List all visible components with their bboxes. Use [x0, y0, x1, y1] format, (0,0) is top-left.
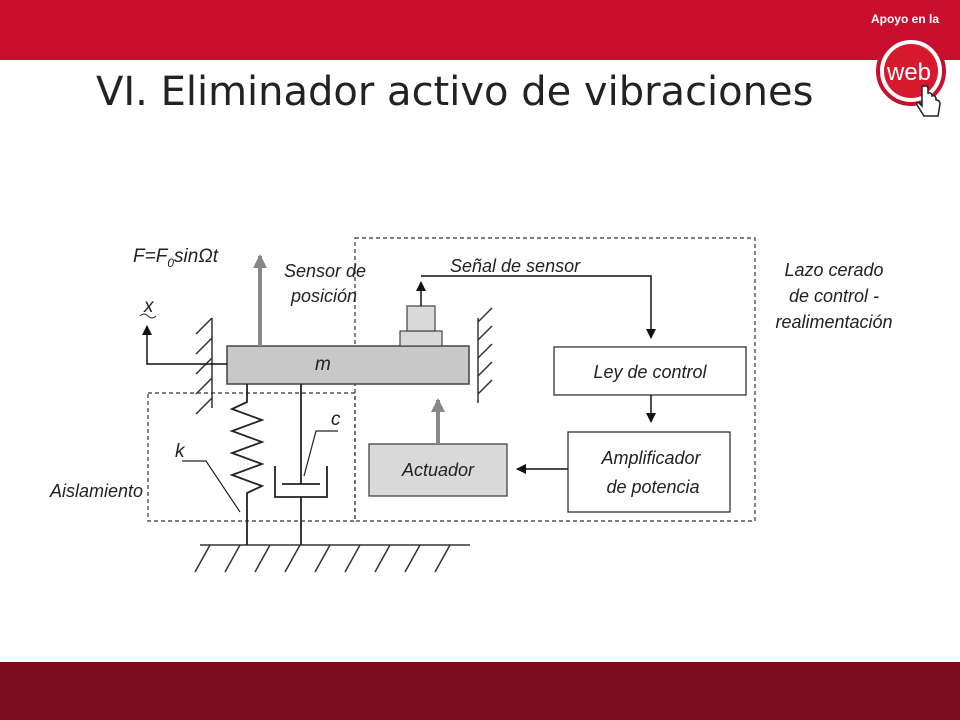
loop-label-2: de control - [789, 286, 879, 306]
displacement-label: x [143, 296, 155, 317]
loop-label-3: realimentación [775, 312, 892, 332]
hand-pointer-icon [916, 85, 941, 117]
damper-label: c [331, 409, 341, 430]
control-loop-box [354, 237, 756, 522]
sensor-label-1: Sensor de [284, 261, 366, 281]
footer-band [0, 662, 960, 720]
web-badge-logo[interactable]: web [874, 34, 948, 130]
mass-label: m [315, 354, 331, 375]
control-law-label: Ley de control [593, 362, 707, 382]
displacement-tilde [139, 313, 157, 319]
damper-leader [303, 430, 338, 477]
amplifier-label-2: de potencia [606, 477, 699, 497]
force-label: F=F0sinΩt [133, 246, 219, 270]
left-wall [195, 317, 213, 415]
amplifier-box [567, 431, 731, 513]
spring-label: k [175, 441, 186, 462]
badge-inner-circle [884, 44, 938, 98]
isolation-box [147, 392, 356, 522]
loop-label-1: Lazo cerado [784, 260, 883, 280]
ground [194, 544, 470, 573]
sensor-signal-arrow [421, 275, 656, 339]
mass-block [226, 345, 470, 385]
sensor-body [406, 305, 436, 332]
displacement-arrow [142, 325, 227, 365]
spring [229, 384, 265, 545]
page-title: VI. Eliminador activo de vibraciones [96, 69, 814, 115]
damper [274, 384, 328, 545]
actuator-label: Actuador [401, 460, 475, 480]
spring-leader [182, 460, 241, 513]
control-law-box [553, 346, 747, 396]
badge-caption: Apoyo en la [870, 12, 939, 26]
actuator-box [368, 443, 508, 497]
sensor-signal-label: Señal de sensor [450, 256, 581, 276]
amplifier-label-1: Amplificador [600, 448, 701, 468]
badge-word: web [886, 59, 931, 86]
isolation-label: Aislamiento [49, 481, 143, 501]
right-wall [477, 307, 493, 403]
sensor-base [399, 330, 443, 347]
header-band [0, 0, 960, 60]
sensor-label-2: posición [290, 286, 357, 306]
